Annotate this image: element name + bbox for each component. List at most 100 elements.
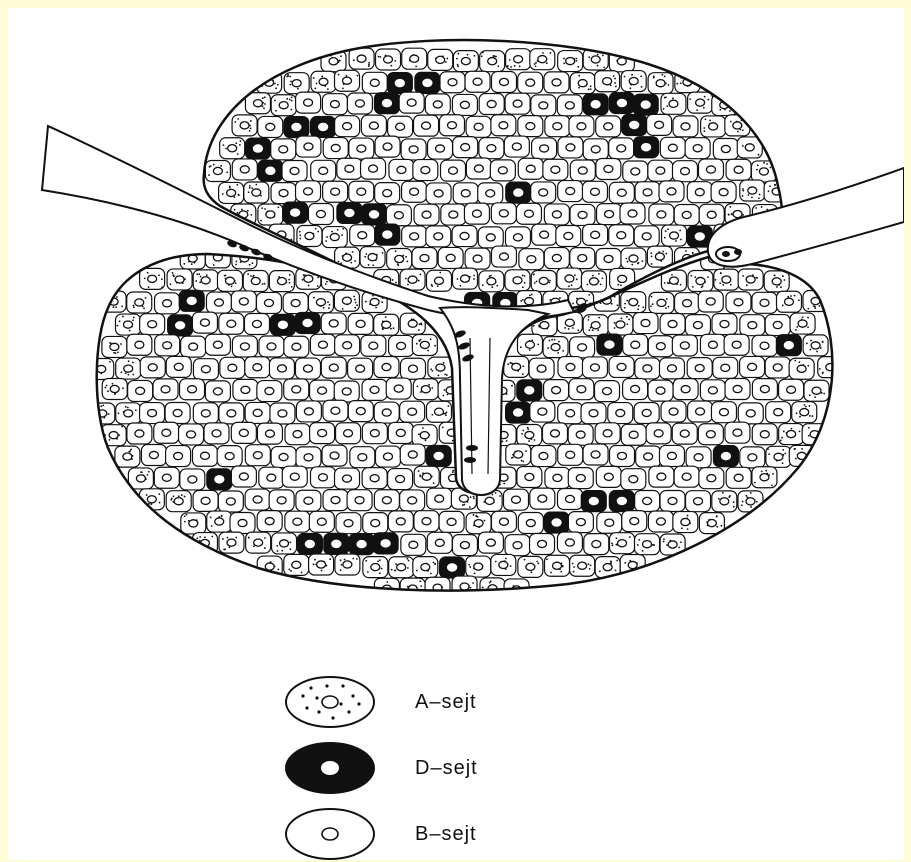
islet-cell (389, 159, 414, 180)
islet-cell (386, 378, 411, 399)
islet-cell (387, 249, 412, 270)
islet-cell (518, 556, 543, 577)
islet-cell (205, 160, 230, 181)
islet-cell (230, 513, 255, 534)
islet-cell (765, 315, 790, 336)
islet-cell (284, 336, 309, 357)
islet-cell (453, 51, 478, 72)
islet-cell (204, 423, 229, 444)
islet-cell (218, 491, 243, 512)
islet-cell (400, 401, 425, 422)
islet-cell (659, 358, 684, 379)
islet-cell (544, 204, 569, 225)
islet-cell (400, 490, 425, 511)
islet-cell (166, 356, 191, 377)
islet-cell (311, 116, 336, 137)
islet-cell (558, 51, 583, 72)
islet-cell (282, 160, 307, 181)
islet-cell (790, 313, 815, 334)
islet-cell (714, 269, 739, 290)
islet-cell (154, 422, 179, 443)
islet-cell (425, 94, 450, 115)
islet-cell (517, 466, 542, 487)
islet-cell (479, 271, 504, 292)
islet-cell (452, 576, 477, 597)
islet-cell (321, 313, 346, 334)
islet-cell (102, 336, 127, 357)
islet-cell (557, 532, 582, 553)
islet-cell (258, 160, 283, 181)
islet-cell (465, 248, 490, 269)
islet-cell (347, 93, 372, 114)
islet-cell (662, 225, 687, 246)
islet-cell (389, 335, 414, 356)
islet-cell (568, 468, 593, 489)
islet-cell (412, 248, 437, 269)
islet-cell (155, 335, 180, 356)
islet-cell (686, 491, 711, 512)
islet-cell (672, 335, 697, 356)
islet-cell (673, 512, 698, 533)
islet-cell (219, 313, 244, 334)
islet-cell (569, 116, 594, 137)
islet-cell (426, 401, 451, 422)
islet-cell (479, 138, 504, 159)
islet-cell (673, 379, 698, 400)
islet-cell (491, 203, 516, 224)
islet-cell (296, 136, 321, 157)
islet-cell (350, 225, 375, 246)
islet-cell (440, 557, 465, 578)
islet-cell (205, 381, 230, 402)
islet-cell (337, 158, 362, 179)
islet-cell (544, 555, 569, 576)
islet-cell (256, 292, 281, 313)
islet-cell (362, 204, 387, 225)
islet-cell (517, 334, 542, 355)
islet-cell (570, 204, 595, 225)
islet-cell (453, 137, 478, 158)
islet-cell (322, 227, 347, 248)
islet-cell (452, 94, 477, 115)
islet-cell (558, 444, 583, 465)
islet-cell (647, 246, 672, 267)
islet-cell (282, 466, 307, 487)
islet-cell (192, 312, 217, 333)
islet-cell (505, 270, 530, 291)
islet-cell (622, 114, 647, 135)
islet-cell (752, 335, 777, 356)
islet-cell (399, 92, 424, 113)
islet-cell (179, 424, 204, 445)
legend-item-d-cell: D–sejt (283, 740, 478, 796)
islet-cell (193, 490, 218, 511)
islet-cell (660, 490, 685, 511)
islet-cell (621, 469, 646, 490)
islet-cell (698, 159, 723, 180)
islet-cell (545, 467, 570, 488)
islet-cell (558, 403, 583, 424)
islet-cell (311, 160, 336, 181)
islet-cell (634, 402, 659, 423)
legend-label-a-cell: A–sejt (415, 691, 477, 714)
islet-cell (153, 379, 178, 400)
islet-cell (180, 248, 205, 269)
islet-cell (506, 49, 531, 70)
islet-cell (466, 556, 491, 577)
islet-cell (308, 292, 333, 313)
islet-cell (621, 248, 646, 269)
islet-cell (766, 446, 791, 467)
black-oval-cell-icon (283, 740, 377, 796)
islet-cell (271, 139, 296, 160)
islet-cell (140, 403, 165, 424)
islet-cell (349, 534, 374, 555)
islet-cell (530, 533, 555, 554)
islet-cell (635, 182, 660, 203)
legend-item-b-cell: B–sejt (283, 806, 477, 862)
islet-cell (544, 72, 569, 93)
islet-cell (258, 204, 283, 225)
islet-cell (556, 226, 581, 247)
islet-cell (362, 423, 387, 444)
islet-cell (296, 92, 321, 113)
islet-cell (818, 357, 843, 378)
islet-cell (466, 116, 491, 137)
islet-cell (531, 182, 556, 203)
